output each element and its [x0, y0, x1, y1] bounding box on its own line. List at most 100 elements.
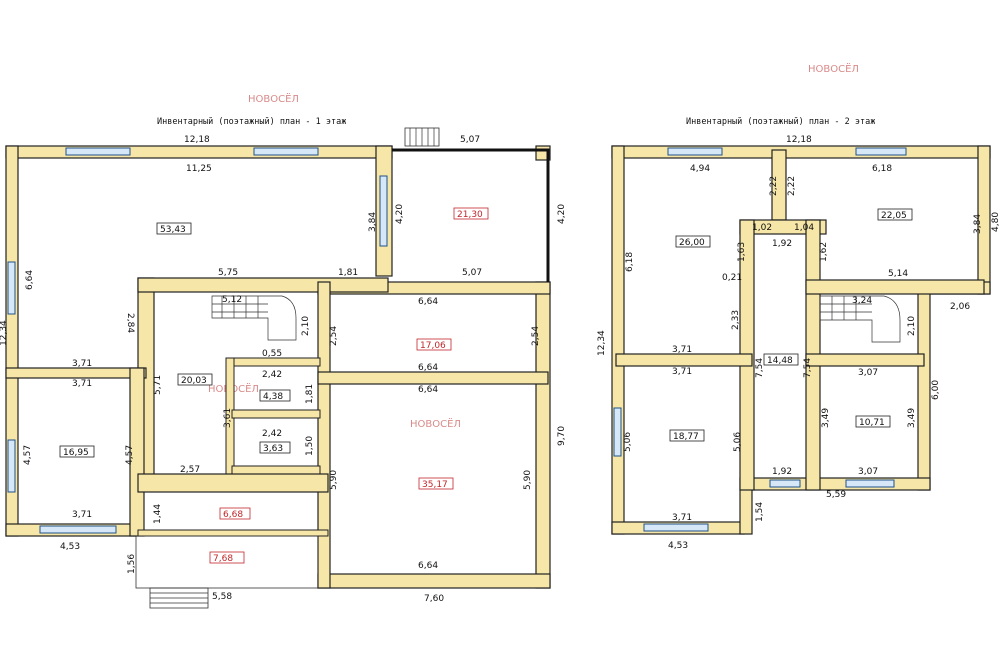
dimension-label: 1,62: [819, 242, 829, 262]
dimension-label: 2,10: [907, 316, 917, 336]
floor1-title: Инвентарный (поэтажный) план - 1 этаж: [157, 117, 346, 127]
dimension-label: 5,71: [153, 375, 163, 395]
dimension-label: 1,63: [737, 242, 747, 262]
window: [643, 523, 709, 532]
dimension-label: 12,34: [0, 320, 9, 346]
room-area-label: 53,43: [160, 225, 186, 235]
dimension-label: 1,44: [153, 504, 163, 524]
dimension-label: 3,71: [72, 379, 92, 389]
dimension-label: 2,22: [787, 176, 797, 196]
dimension-label: 0,21: [722, 273, 742, 283]
wall: [805, 279, 985, 295]
wall: [137, 277, 389, 293]
dimension-label: 1,02: [752, 223, 772, 233]
dimension-label: 1,92: [772, 467, 792, 477]
wall: [615, 353, 753, 367]
dimension-label: 3,49: [907, 408, 917, 428]
dimension-label: 3,61: [223, 408, 233, 428]
dimension-label: 1,54: [755, 502, 765, 522]
wall: [317, 371, 549, 385]
terrace-outline: [135, 535, 319, 589]
dimension-label: 5,07: [462, 268, 482, 278]
wall: [231, 357, 321, 367]
window: [253, 147, 319, 156]
dimension-label: 6,64: [418, 297, 438, 307]
dimension-label: 3,71: [672, 345, 692, 355]
window: [769, 479, 801, 488]
dimension-label: 2,42: [262, 370, 282, 380]
dimension-label: 6,00: [931, 380, 941, 400]
dimension-label: 2,54: [531, 326, 541, 346]
dimension-label: 4,94: [690, 164, 710, 174]
room-area-label: 21,30: [457, 210, 483, 220]
dimension-label: 4,80: [991, 212, 1000, 232]
dimension-label: 3,71: [672, 367, 692, 377]
dimension-label: 6,64: [418, 385, 438, 395]
dimension-label: 2,33: [731, 310, 741, 330]
floor2-plan: НОВОСЁЛ Инвентарный (поэтажный) план - 2…: [597, 62, 1000, 551]
dimension-label: 1,56: [127, 554, 137, 574]
window: [379, 175, 388, 247]
dimension-label: 0,55: [262, 349, 282, 359]
dimension-label: 5,75: [218, 268, 238, 278]
dimension-label: 6,64: [418, 363, 438, 373]
dimension-label: 3,07: [858, 368, 878, 378]
dimension-label: 12,34: [597, 330, 607, 356]
dimension-label: 1,50: [305, 436, 315, 456]
dimension-label: 5,58: [212, 592, 232, 602]
dimension-label: 2,10: [301, 316, 311, 336]
wall: [317, 281, 331, 589]
room-area-label: 18,77: [673, 432, 699, 442]
dimension-label: 4,57: [125, 445, 135, 465]
wall: [231, 465, 321, 475]
dimension-label: 5,14: [888, 269, 908, 279]
floor1-plan: НОВОСЁЛ НОВОСЁЛ НОВОСЁЛ Инвентарный (поэ…: [0, 92, 567, 609]
floor2-title: Инвентарный (поэтажный) план - 2 этаж: [686, 117, 875, 127]
room-area-label: 35,17: [422, 480, 448, 490]
dimension-label: 3,71: [672, 513, 692, 523]
dimension-label: 2,57: [180, 465, 200, 475]
dimension-label: 3,07: [858, 467, 878, 477]
room-area-label: 22,05: [881, 211, 907, 221]
wall: [317, 573, 551, 589]
window: [845, 479, 895, 488]
dimension-label: 12,18: [184, 135, 210, 145]
dimension-label: 2,84: [125, 313, 135, 333]
dimension-label: 2,54: [329, 326, 339, 346]
dimension-label: 3,24: [852, 296, 872, 306]
window: [613, 407, 622, 457]
wall: [5, 145, 393, 159]
dimension-label: 5,06: [733, 432, 743, 452]
dimension-label: 4,57: [23, 445, 33, 465]
dimension-label: 4,20: [395, 204, 405, 224]
room-area-label: 3,63: [263, 444, 283, 454]
dimension-label: 3,84: [973, 214, 983, 234]
dimension-label: 5,59: [826, 490, 846, 500]
dimension-label: 9,70: [557, 426, 567, 446]
exterior-boundary: [392, 148, 550, 282]
dimension-label: 1,81: [338, 268, 358, 278]
wall: [805, 353, 925, 367]
wall: [231, 409, 321, 419]
room-area-label: 4,38: [263, 392, 283, 402]
dimension-label: 2,22: [769, 176, 779, 196]
dimension-label: 2,06: [950, 302, 970, 312]
room-area-label: 7,68: [213, 554, 233, 564]
dimension-label: 4,20: [557, 204, 567, 224]
dimension-label: 5,07: [460, 135, 480, 145]
window: [667, 147, 723, 156]
window: [7, 439, 16, 493]
dimension-label: 4,53: [668, 541, 688, 551]
dimension-label: 1,81: [305, 384, 315, 404]
room-area-label: 10,71: [859, 418, 885, 428]
wall: [917, 281, 931, 491]
dimension-label: 6,64: [25, 270, 35, 290]
window: [7, 261, 16, 315]
room-area-label: 26,00: [679, 238, 705, 248]
wall: [137, 473, 329, 493]
dimension-label: 3,84: [368, 212, 378, 232]
window: [39, 525, 117, 534]
dimension-label: 7,54: [755, 358, 765, 378]
wall: [137, 529, 329, 537]
dimension-label: 11,25: [186, 164, 212, 174]
